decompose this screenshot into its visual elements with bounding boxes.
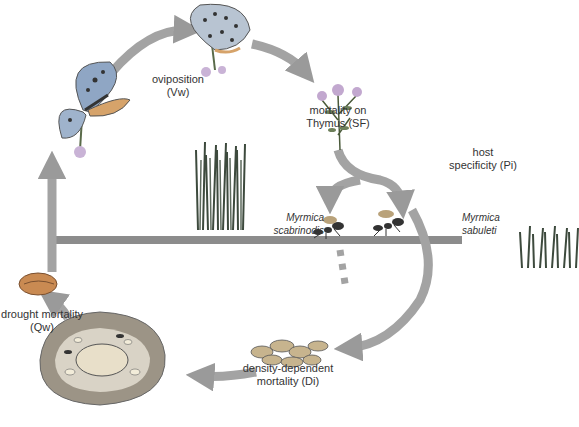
butterfly-ovipositing	[190, 4, 250, 77]
stage-label: drought mortality (Qw)	[0, 308, 84, 334]
butterfly-open	[59, 62, 130, 158]
ant-sabuleti	[373, 210, 404, 236]
stage-label: Myrmica scabrinodis	[258, 211, 324, 237]
stage-label: oviposition (Vw)	[140, 73, 216, 99]
grass-patch	[195, 140, 247, 230]
stage-label: host specificity (Pi)	[448, 146, 518, 172]
stage-label: mortality on Thymus (SF)	[293, 104, 383, 130]
ground-bar	[50, 236, 462, 244]
stage-label: Myrmica sabuleti	[462, 211, 520, 237]
ant-nest	[40, 312, 165, 405]
dotted-path	[340, 250, 346, 290]
grass-patch	[520, 226, 578, 268]
pupa	[19, 273, 57, 295]
stage-label: density-dependent mortality (Di)	[234, 362, 342, 388]
